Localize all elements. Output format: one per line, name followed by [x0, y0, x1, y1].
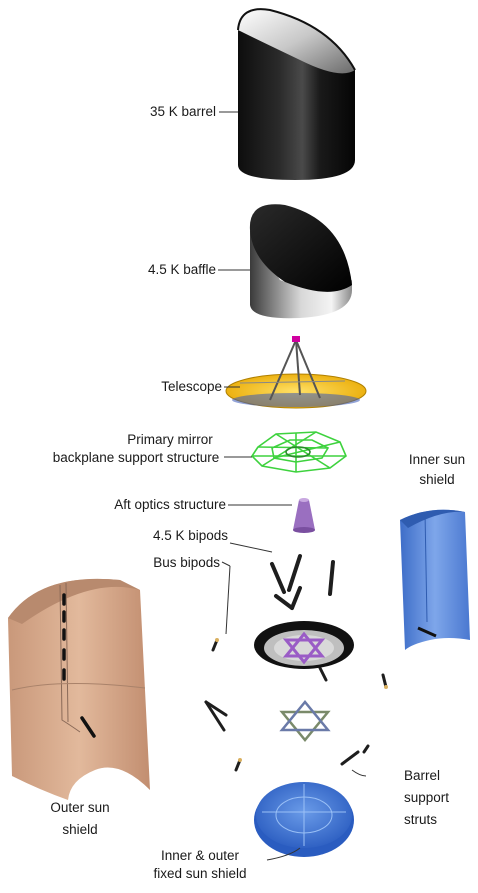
label-barrel-struts-line2: support — [404, 790, 476, 806]
barrel-support-struts — [342, 746, 368, 764]
fixed-sun-shield — [254, 782, 354, 857]
label-bus-bipods: Bus bipods — [110, 555, 220, 571]
label-telescope: Telescope — [110, 379, 222, 395]
lower-star-frame — [282, 702, 328, 740]
label-outer-sun-shield-line2: shield — [40, 822, 120, 838]
mid-ring-assembly — [254, 621, 354, 669]
aft-optics-structure — [293, 498, 315, 533]
label-primary-mirror-line2: backplane support structure — [50, 450, 222, 466]
label-barrel-struts-line1: Barrel — [404, 768, 476, 784]
label-outer-sun-shield-line1: Outer sun — [40, 800, 120, 816]
bipods-45k — [272, 556, 333, 608]
label-inner-sun-shield-line2: shield — [400, 472, 474, 488]
label-primary-mirror-line1: Primary mirror — [100, 432, 240, 448]
label-aft-optics: Aft optics structure — [80, 497, 226, 513]
label-45k-bipods: 4.5 K bipods — [110, 528, 228, 544]
label-inner-sun-shield-line1: Inner sun — [400, 452, 474, 468]
label-barrel-struts-line3: struts — [404, 812, 476, 828]
inner-sun-shield — [400, 510, 470, 650]
telescope-assembly — [226, 336, 366, 408]
backplane-support-structure — [252, 432, 346, 472]
barrel-35k — [238, 9, 355, 180]
label-fixed-sun-shield-line2: fixed sun shield — [130, 866, 270, 882]
baffle-45k — [250, 204, 352, 318]
label-35k-barrel: 35 K barrel — [110, 104, 216, 120]
label-fixed-sun-shield-line1: Inner & outer — [130, 848, 270, 864]
outer-sun-shield — [8, 579, 150, 800]
label-45k-baffle: 4.5 K baffle — [110, 262, 216, 278]
